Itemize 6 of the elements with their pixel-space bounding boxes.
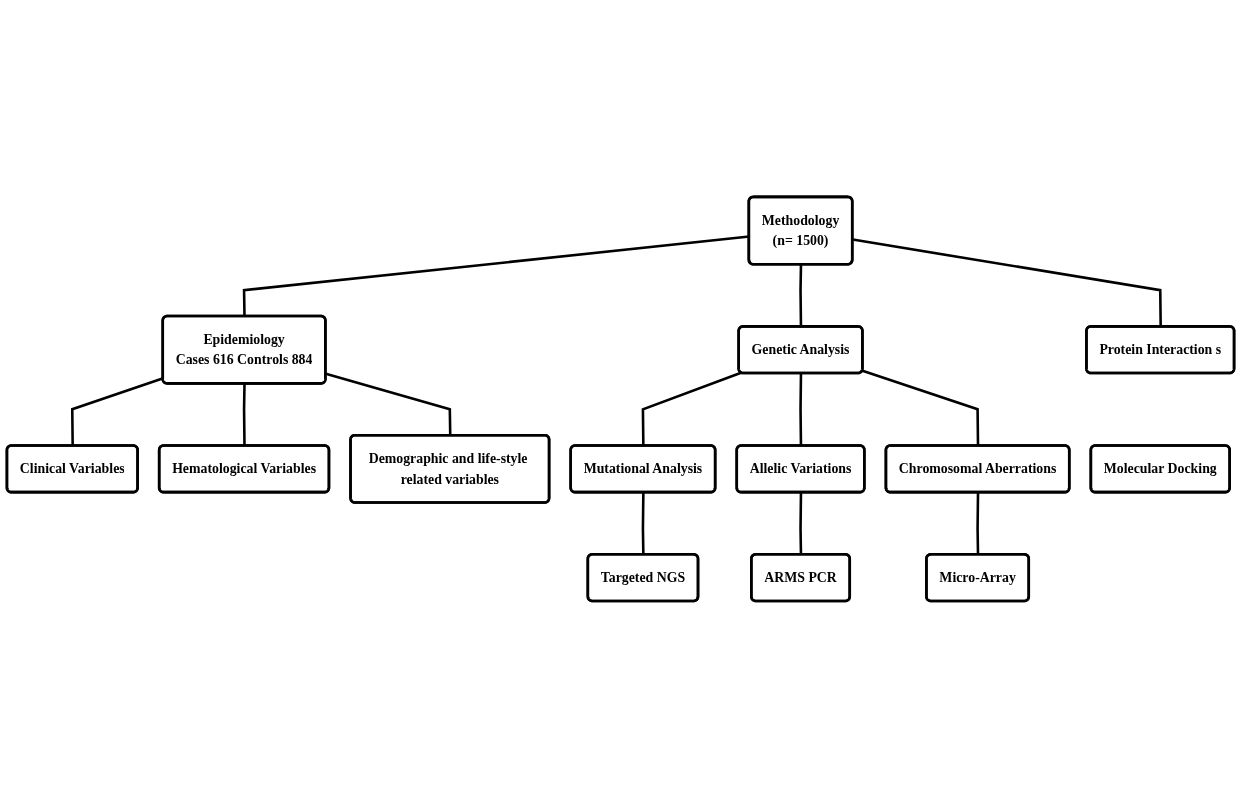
connector	[641, 492, 645, 555]
connector	[325, 372, 452, 436]
connector	[852, 238, 1162, 327]
connector	[799, 264, 803, 327]
connector	[799, 492, 803, 555]
connector	[976, 492, 980, 555]
